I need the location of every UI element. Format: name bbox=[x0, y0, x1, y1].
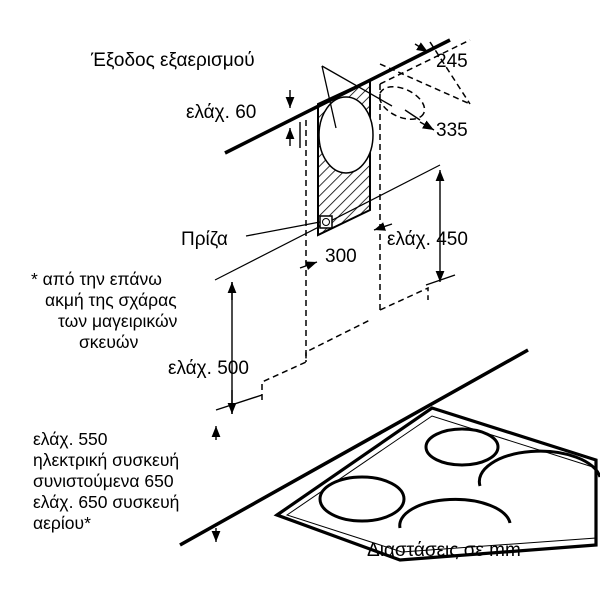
burner-back-left bbox=[424, 427, 500, 467]
hood-outline bbox=[261, 319, 371, 400]
min-450-label: ελάχ. 450 bbox=[387, 229, 468, 250]
footnote-line: σκευών bbox=[79, 332, 139, 352]
burner-back-right bbox=[477, 449, 600, 487]
clearance-line: ηλεκτρική συσκευή bbox=[33, 450, 179, 470]
exhaust-outlet-label: Έξοδος εξαερισμού bbox=[90, 50, 255, 71]
exhaust-outlet-circle bbox=[318, 96, 374, 174]
footnote: * από την επάνω ακμή της σχάρας των μαγε… bbox=[31, 269, 178, 352]
dim-245-label: 245 bbox=[436, 51, 468, 72]
footnote-line: * από την επάνω bbox=[31, 269, 162, 289]
leader-lines bbox=[245, 65, 393, 237]
burner-front-left bbox=[318, 475, 406, 523]
clearance-line: αερίου* bbox=[33, 513, 91, 533]
installation-zone bbox=[317, 78, 374, 237]
worktop-back-line bbox=[179, 348, 529, 547]
units-label: Διαστάσεις σε mm bbox=[367, 540, 521, 561]
footnote-line: ακμή της σχάρας bbox=[45, 290, 177, 310]
clearance-line: ελάχ. 650 συσκευή bbox=[33, 492, 179, 512]
dim-300-label: 300 bbox=[325, 246, 357, 267]
dimension-lines bbox=[211, 42, 456, 542]
min-60-label: ελάχ. 60 bbox=[186, 102, 256, 123]
burner-front-right bbox=[398, 497, 512, 529]
clearance-line: συνιστούμενα 650 bbox=[33, 471, 174, 491]
socket-icon bbox=[319, 215, 333, 229]
clearance-line: ελάχ. 550 bbox=[33, 429, 108, 449]
clearance-note: ελάχ. 550 ηλεκτρική συσκευή συνιστούμενα… bbox=[33, 429, 179, 533]
socket-label: Πρίζα bbox=[181, 229, 228, 250]
dim-335-label: 335 bbox=[436, 120, 468, 141]
chimney-outline bbox=[305, 39, 471, 362]
cooktop bbox=[273, 406, 600, 562]
min-500-label: ελάχ. 500 bbox=[168, 358, 249, 379]
footnote-line: των μαγειρικών bbox=[58, 311, 178, 331]
